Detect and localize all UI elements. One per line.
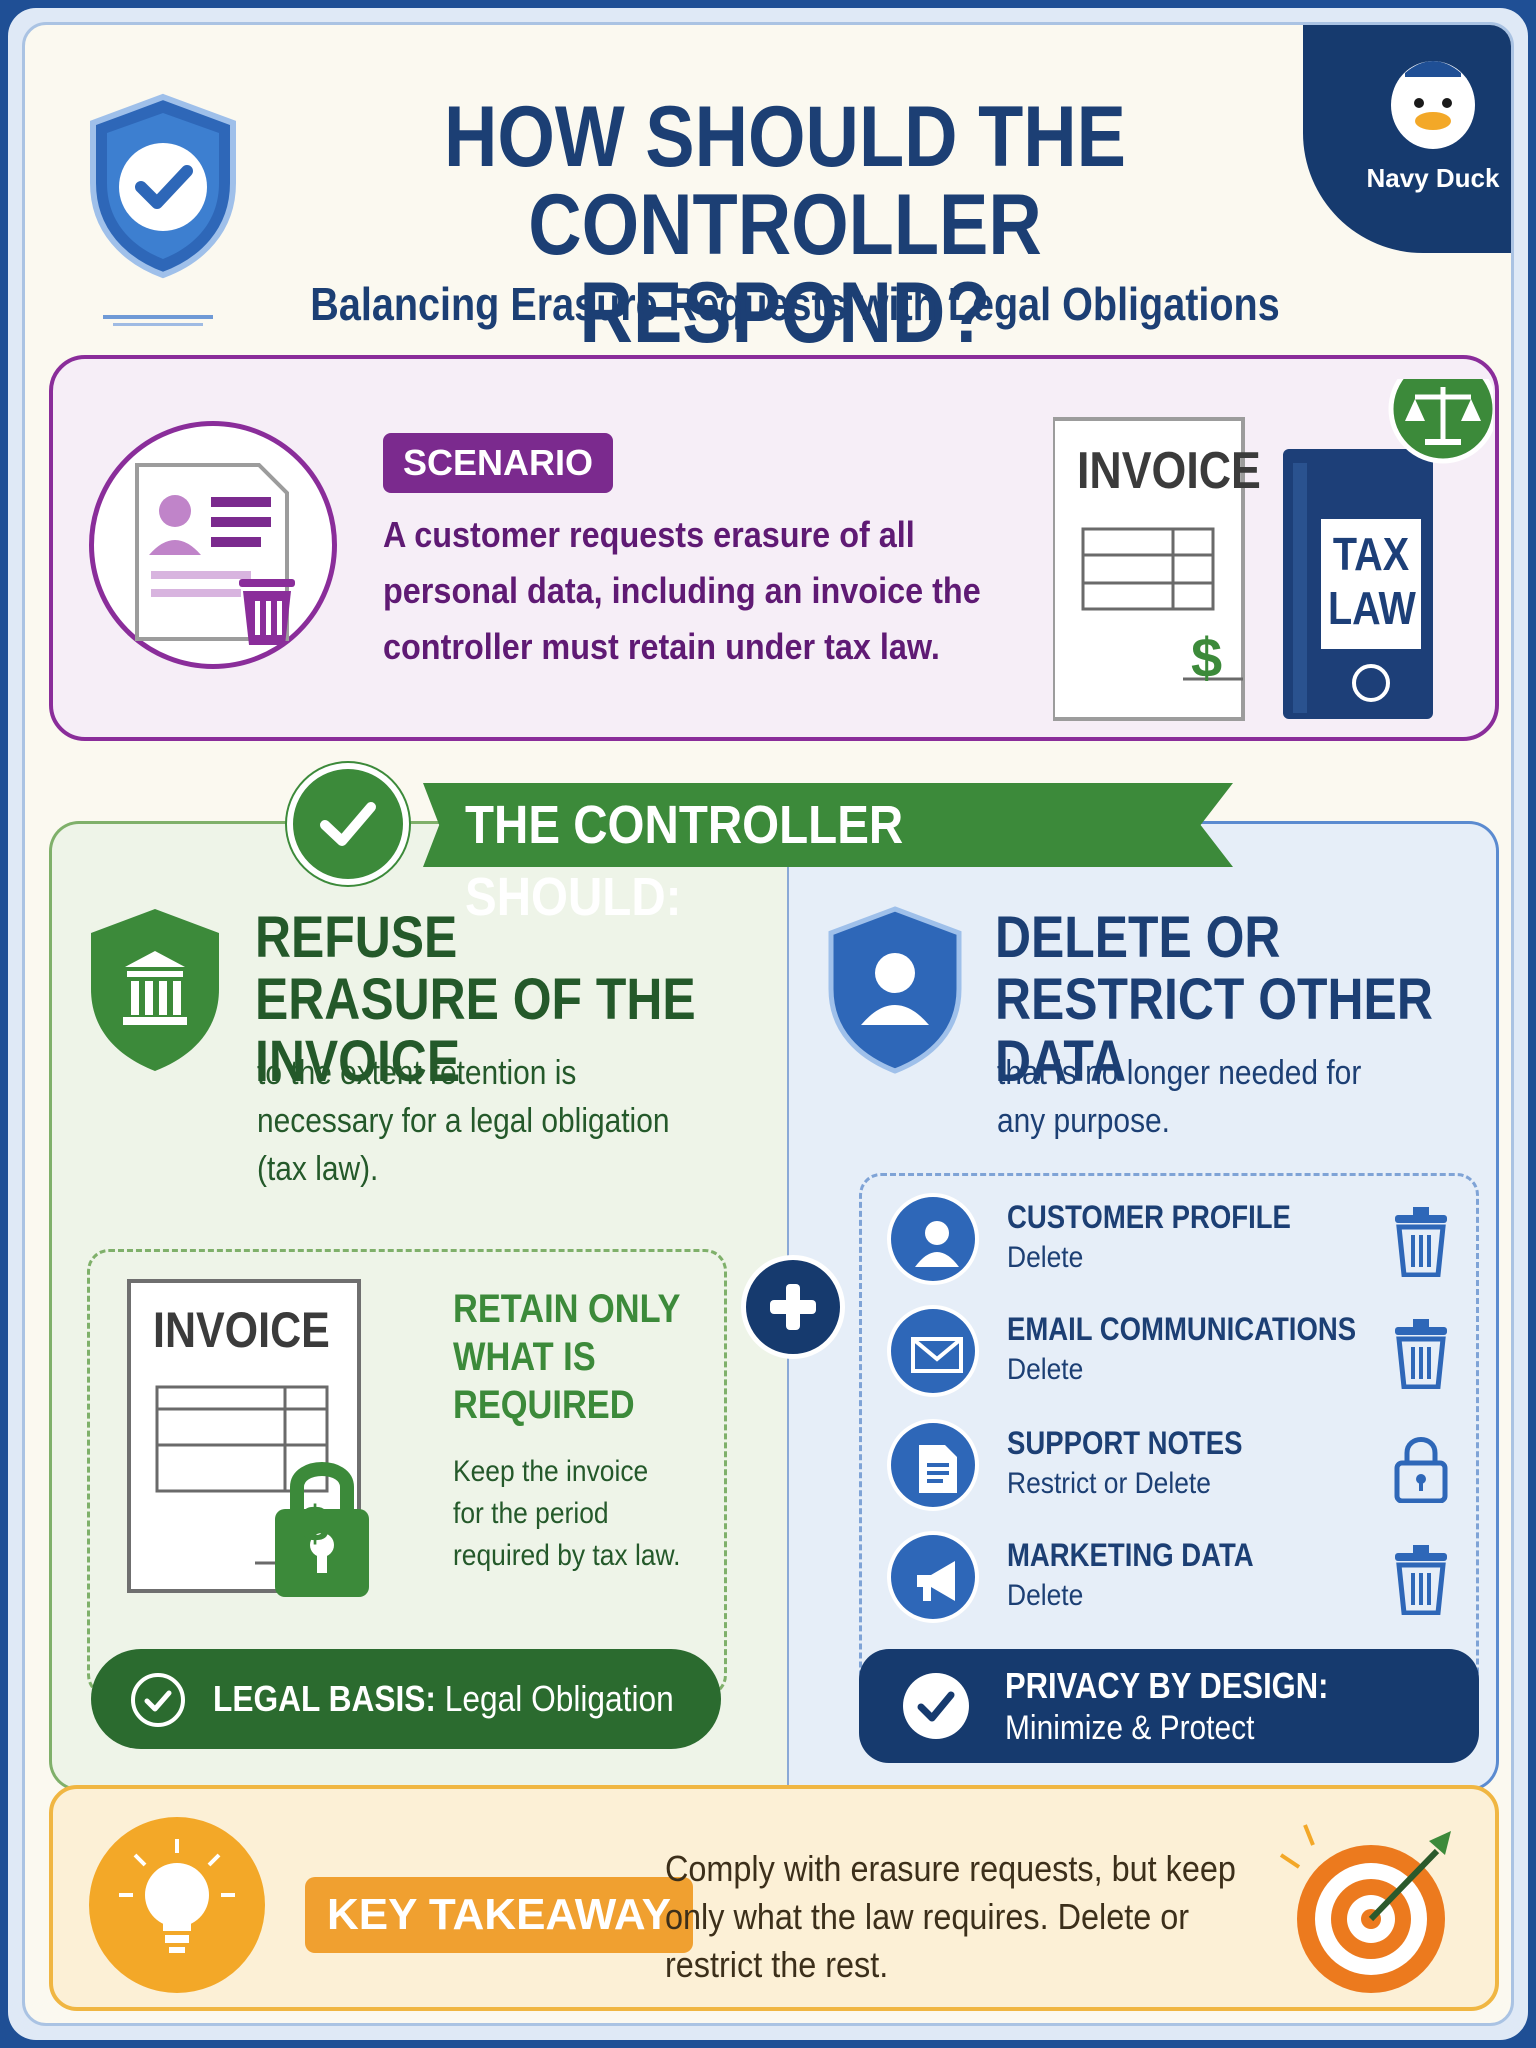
invoice-tax-law-illustration: INVOICE $ TAX LAW bbox=[1051, 354, 1498, 729]
trash-icon bbox=[1395, 1319, 1447, 1389]
delete-restrict-heading: DELETE OR RESTRICT OTHER DATA bbox=[995, 905, 1433, 1094]
legal-basis-badge: LEGAL BASIS: Legal Obligation bbox=[91, 1649, 721, 1749]
controller-banner-text: THE CONTROLLER SHOULD: bbox=[465, 795, 904, 927]
key-takeaway-panel bbox=[49, 1785, 1499, 2011]
privacy-title: PRIVACY BY DESIGN: bbox=[1005, 1665, 1329, 1706]
page-subtitle: Balancing Erasure Requests with Legal Ob… bbox=[310, 278, 1280, 330]
item-name: CUSTOMER PROFILE bbox=[1007, 1199, 1291, 1235]
key-takeaway-text: Comply with erasure requests, but keep o… bbox=[665, 1848, 1236, 1985]
invoice-label: INVOICE bbox=[153, 1302, 330, 1358]
binder-label-tax: TAX bbox=[1332, 528, 1410, 580]
list-item: CUSTOMER PROFILE Delete bbox=[887, 1191, 1467, 1291]
binder-label-law: LAW bbox=[1328, 582, 1416, 634]
check-icon bbox=[320, 802, 376, 846]
retain-heading: RETAIN ONLY WHAT IS REQUIRED bbox=[453, 1287, 680, 1427]
delete-restrict-subtext: that is no longer needed for any purpose… bbox=[997, 1054, 1362, 1140]
scenario-text: A customer requests erasure of all perso… bbox=[383, 514, 981, 667]
brand-label: Navy Duck bbox=[1366, 163, 1500, 193]
plus-icon bbox=[741, 1255, 845, 1359]
item-name: EMAIL COMMUNICATIONS bbox=[1007, 1311, 1357, 1347]
check-circle-icon bbox=[903, 1673, 969, 1739]
currency-symbol: $ bbox=[301, 1496, 329, 1552]
decorative-lines bbox=[103, 315, 213, 326]
item-action: Delete bbox=[1007, 1579, 1084, 1612]
item-action: Delete bbox=[1007, 1241, 1084, 1274]
megaphone-icon bbox=[887, 1531, 979, 1623]
brand-badge: Navy Duck bbox=[1303, 25, 1511, 253]
privacy-by-design-badge: PRIVACY BY DESIGN: Minimize & Protect bbox=[859, 1649, 1479, 1763]
key-takeaway-tag: KEY TAKEAWAY bbox=[305, 1877, 693, 1953]
privacy-subtitle: Minimize & Protect bbox=[1005, 1709, 1255, 1747]
list-item: EMAIL COMMUNICATIONS Delete bbox=[887, 1303, 1467, 1403]
page-title: HOW SHOULD THE CONTROLLER RESPOND? bbox=[443, 89, 1127, 361]
legal-basis-label: LEGAL BASIS: bbox=[213, 1678, 436, 1719]
controller-banner bbox=[423, 783, 1233, 867]
item-name: MARKETING DATA bbox=[1007, 1537, 1254, 1573]
refuse-erasure-subtext: to the extent retention is necessary for… bbox=[257, 1054, 670, 1188]
check-badge bbox=[287, 763, 409, 885]
envelope-icon bbox=[887, 1305, 979, 1397]
user-shield-icon bbox=[828, 906, 962, 1074]
user-icon bbox=[887, 1193, 979, 1285]
lightbulb-icon bbox=[89, 1817, 265, 1993]
trash-icon bbox=[1395, 1545, 1447, 1615]
check-circle-icon bbox=[131, 1673, 185, 1727]
duck-mascot-icon bbox=[1391, 61, 1475, 149]
scenario-tag: SCENARIO bbox=[383, 433, 614, 493]
item-action: Delete bbox=[1007, 1353, 1084, 1386]
personal-data-document-icon bbox=[135, 463, 295, 645]
item-action: Restrict or Delete bbox=[1007, 1467, 1211, 1500]
document-icon bbox=[887, 1419, 979, 1511]
trash-icon bbox=[1395, 1207, 1447, 1277]
list-item: MARKETING DATA Delete bbox=[887, 1529, 1467, 1629]
shield-check-icon bbox=[90, 93, 236, 279]
legal-basis-text: LEGAL BASIS: Legal Obligation bbox=[213, 1649, 674, 1749]
legal-basis-value: Legal Obligation bbox=[444, 1678, 674, 1719]
infographic-canvas: HOW SHOULD THE CONTROLLER RESPOND? Balan… bbox=[22, 22, 1514, 2026]
target-icon bbox=[1279, 1824, 1451, 1993]
locked-invoice-illustration: INVOICE $ bbox=[125, 1277, 425, 1607]
currency-symbol: $ bbox=[1191, 626, 1223, 689]
item-name: SUPPORT NOTES bbox=[1007, 1425, 1243, 1461]
bank-shield-icon bbox=[91, 909, 219, 1071]
refuse-erasure-heading: REFUSE ERASURE OF THE INVOICE bbox=[255, 905, 696, 1094]
scenario-panel: SCENARIO A customer requests erasure of … bbox=[49, 354, 1499, 741]
list-item: SUPPORT NOTES Restrict or Delete bbox=[887, 1417, 1467, 1517]
invoice-label: INVOICE bbox=[1077, 442, 1261, 500]
retain-text: Keep the invoice for the period required… bbox=[453, 1455, 681, 1572]
lock-icon bbox=[1394, 1437, 1448, 1503]
